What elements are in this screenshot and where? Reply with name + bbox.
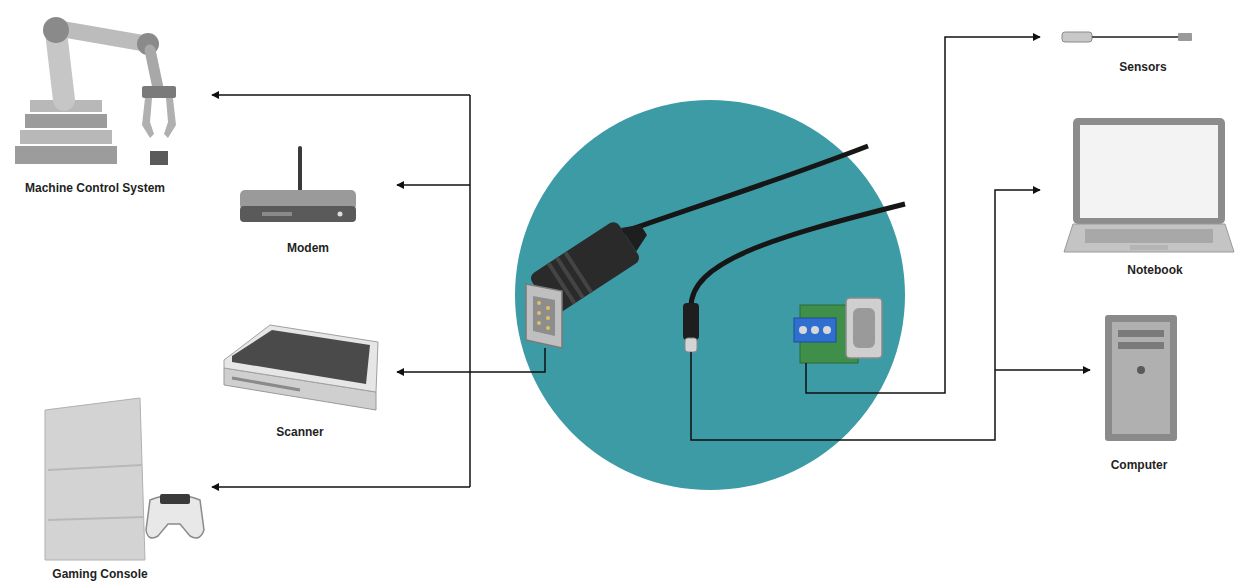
db9-shell bbox=[526, 284, 562, 348]
usb-c-tip bbox=[685, 338, 697, 352]
terminal-adapter bbox=[794, 298, 882, 363]
device-node: Modem bbox=[283, 239, 333, 257]
computer-icon bbox=[1105, 315, 1177, 441]
db9-face bbox=[533, 296, 555, 336]
device-node: Computer bbox=[1107, 456, 1172, 474]
leader-line bbox=[397, 184, 470, 186]
leader-line bbox=[806, 37, 1040, 393]
console-icon bbox=[45, 398, 204, 560]
leader-line bbox=[469, 95, 471, 487]
scanner-icon bbox=[224, 325, 378, 410]
device-label: Sensors bbox=[1119, 60, 1167, 74]
modem-icon bbox=[240, 148, 356, 222]
device-label: Machine Control System bbox=[25, 181, 166, 195]
device-label: Scanner bbox=[276, 425, 324, 439]
leader-line bbox=[397, 348, 545, 372]
leader-line bbox=[995, 369, 1090, 371]
device-node: Scanner bbox=[272, 423, 328, 441]
sensor-icon bbox=[1062, 32, 1192, 42]
usb-c-plug bbox=[683, 303, 699, 340]
leader-line bbox=[212, 94, 470, 96]
device-node: Machine Control System bbox=[21, 179, 170, 197]
notebook-icon bbox=[1064, 118, 1234, 252]
leader-line bbox=[212, 486, 470, 488]
device-label: Computer bbox=[1111, 458, 1168, 472]
backdrop-circle bbox=[515, 100, 905, 490]
device-label: Notebook bbox=[1127, 263, 1183, 277]
device-label: Modem bbox=[287, 241, 329, 255]
robot-arm-icon bbox=[15, 17, 176, 165]
device-node: Notebook bbox=[1123, 261, 1187, 279]
device-node: Sensors bbox=[1115, 58, 1171, 76]
connection-lines bbox=[212, 37, 1090, 487]
leader-line bbox=[691, 190, 1040, 440]
device-label: Gaming Console bbox=[52, 567, 148, 581]
device-node: Gaming Console bbox=[48, 565, 152, 583]
cable bbox=[691, 204, 905, 308]
